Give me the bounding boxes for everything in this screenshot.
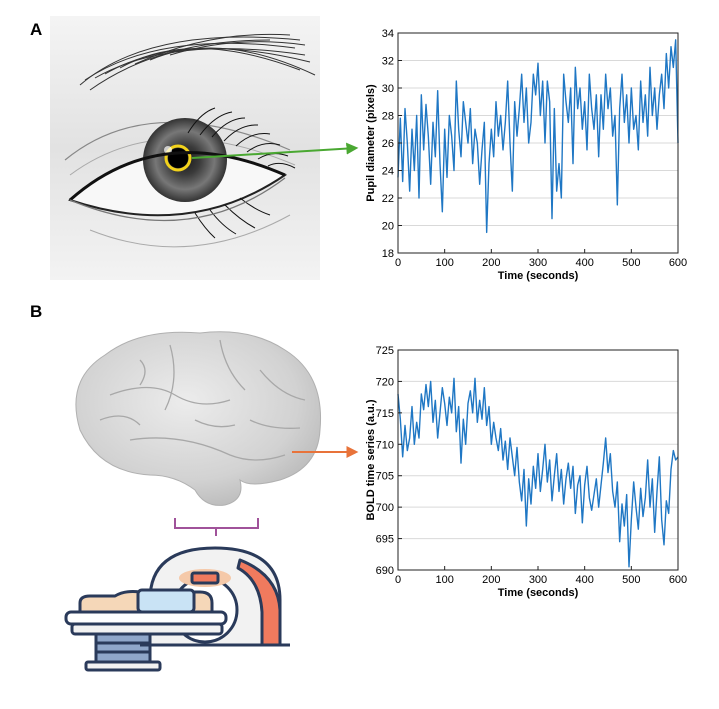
bold-chart-xtick-label: 100 <box>435 574 453 586</box>
pupil-chart-xtick-label: 500 <box>622 257 640 269</box>
bold-chart-ytick-label: 720 <box>376 376 394 388</box>
pupil-chart-ytick-label: 34 <box>382 28 394 40</box>
pupil-chart: 18 20 22 24 26 28 30 32 34 0 100 200 300 400 500 600Tim… <box>365 28 687 282</box>
eyelid-crease <box>64 121 291 161</box>
bold-chart-ytick-label: 690 <box>376 565 394 577</box>
pupil-chart-ytick-label: 20 <box>382 221 394 233</box>
bold-chart-xtick-label: 300 <box>529 574 547 586</box>
head-coil <box>190 571 220 585</box>
lower-lid <box>69 177 286 222</box>
pupil-chart-xaxis-title: Time (seconds) <box>498 270 579 282</box>
pupil-chart-ytick-label: 28 <box>382 111 394 123</box>
upper-lid <box>69 151 286 202</box>
pupil-chart-ytick-label: 22 <box>382 193 394 205</box>
pupil-chart-series-line <box>397 39 679 234</box>
bold-chart-ytick-label: 715 <box>376 408 394 420</box>
eyebrow <box>79 33 316 91</box>
pupil-chart-xtick-label: 0 <box>395 257 401 269</box>
bracket <box>174 518 259 536</box>
pupil-chart-ytick-label: 32 <box>382 56 394 68</box>
eyelashes <box>187 107 296 239</box>
bold-chart-xtick-label: 500 <box>622 574 640 586</box>
panel-label-b: B <box>30 302 43 321</box>
pupil-chart-xtick-label: 400 <box>575 257 593 269</box>
patient-blanket <box>136 588 196 614</box>
bold-chart-yaxis-title: BOLD time series (a.u.) <box>365 399 377 520</box>
bold-chart-series-line <box>397 377 679 568</box>
pupil-chart-xtick-label: 100 <box>435 257 453 269</box>
pupil-marker <box>164 144 192 172</box>
eye-highlight <box>164 146 172 154</box>
pupil-chart-ytick-label: 24 <box>382 166 394 178</box>
arrow-eye-to-chart <box>191 142 359 159</box>
eye-illustration <box>50 16 320 280</box>
scanner-table-base <box>94 632 152 664</box>
bold-chart-ytick-label: 700 <box>376 502 394 514</box>
panel-label-a: A <box>30 20 43 39</box>
bold-chart-xtick-label: 200 <box>482 574 500 586</box>
brain-illustration <box>75 331 322 506</box>
bold-chart-xtick-label: 0 <box>395 574 401 586</box>
lower-lid-crease <box>89 214 291 248</box>
pupil-chart-ytick-label: 26 <box>382 138 394 150</box>
brain-sulci <box>99 339 306 461</box>
bold-chart-ytick-label: 725 <box>376 345 394 357</box>
bold-chart-xtick-label: 600 <box>669 574 687 586</box>
bold-chart-ytick-label: 710 <box>376 439 394 451</box>
scanner-table-top <box>64 610 228 626</box>
scanner-table-foot <box>84 660 162 672</box>
pupil-chart-ytick-label: 30 <box>382 83 394 95</box>
pupil-chart-yaxis-title: Pupil diameter (pixels) <box>365 84 377 202</box>
mri-scanner-illustration <box>64 546 290 672</box>
bold-chart: 690 695 700 705 710 715 720 725 0 100 200 300 400 500… <box>365 345 687 599</box>
brain-shape <box>75 331 322 506</box>
pupil-chart-xtick-label: 600 <box>669 257 687 269</box>
bold-chart-ytick-label: 705 <box>376 471 394 483</box>
bold-chart-xtick-label: 400 <box>575 574 593 586</box>
pupil-chart-ytick-label: 18 <box>382 248 394 260</box>
pupil-chart-xtick-label: 200 <box>482 257 500 269</box>
bold-chart-xaxis-title: Time (seconds) <box>498 587 579 599</box>
bold-chart-ytick-label: 695 <box>376 534 394 546</box>
pupil-chart-xtick-label: 300 <box>529 257 547 269</box>
